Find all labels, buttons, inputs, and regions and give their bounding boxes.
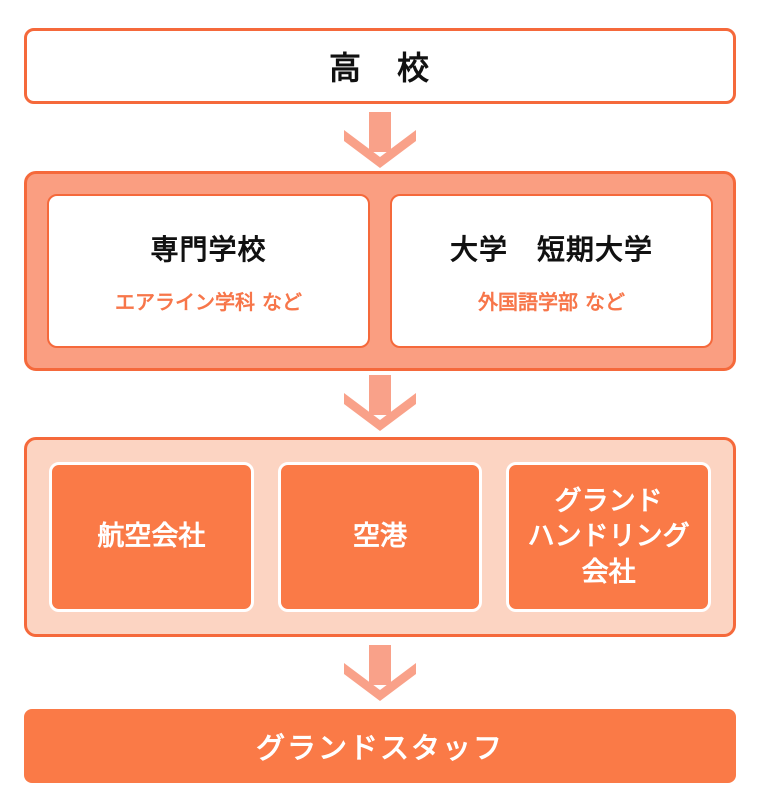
node-ground-staff: グランドスタッフ xyxy=(24,709,736,783)
node-airline-company: 航空会社 xyxy=(49,462,254,612)
node-vocational-school: 専門学校 エアライン学科 など xyxy=(47,194,370,348)
down-arrow-icon xyxy=(344,112,416,168)
node-university-title: 大学 短期大学 xyxy=(449,232,653,266)
node-vocational-school-title: 専門学校 xyxy=(150,232,267,266)
node-ground-handling-company-label: グランド ハンドリング 会社 xyxy=(527,486,690,588)
down-arrow-icon xyxy=(344,645,416,701)
node-high-school: 高 校 xyxy=(24,28,736,104)
node-airline-company-label: 航空会社 xyxy=(97,521,206,553)
node-university-subtitle: 外国語学部 など xyxy=(478,289,625,314)
node-ground-handling-company: グランド ハンドリング 会社 xyxy=(506,462,712,612)
node-ground-staff-label: グランドスタッフ xyxy=(255,731,504,765)
down-arrow-icon xyxy=(344,375,416,431)
group-education: 専門学校 エアライン学科 など 大学 短期大学 外国語学部 など xyxy=(24,171,736,371)
node-vocational-school-subtitle: エアライン学科 など xyxy=(115,289,302,314)
node-airport-label: 空港 xyxy=(353,521,407,553)
node-high-school-label: 高 校 xyxy=(328,49,431,87)
group-employers: 航空会社 空港 グランド ハンドリング 会社 xyxy=(24,437,736,637)
node-airport: 空港 xyxy=(277,462,483,612)
node-university: 大学 短期大学 外国語学部 など xyxy=(390,194,713,348)
